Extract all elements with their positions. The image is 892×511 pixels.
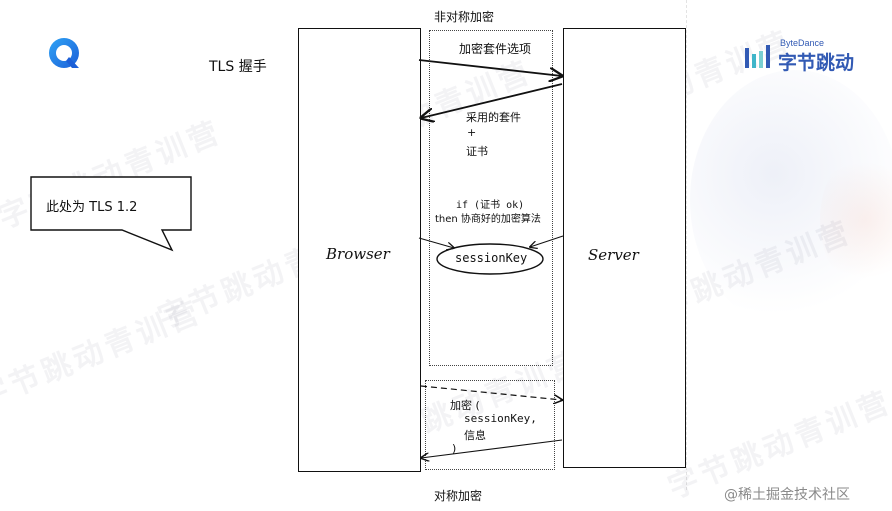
- symmetric-region: [425, 380, 555, 470]
- browser-box: [298, 28, 421, 472]
- q-logo-icon: [49, 38, 79, 68]
- divider-line: [686, 0, 688, 490]
- callout-text: 此处为 TLS 1.2: [46, 200, 138, 215]
- bytedance-small-text: ByteDance: [780, 38, 825, 48]
- cipher-options-label: 加密套件选项: [459, 42, 532, 56]
- asymmetric-region: [429, 30, 553, 366]
- chosen-suite-label: 采用的套件: [466, 111, 521, 124]
- arrow-encrypted-response: [421, 439, 563, 458]
- encrypt-line-4: ): [452, 442, 457, 455]
- certificate-label: 证书: [466, 145, 488, 158]
- arrow-chosen-suite: [421, 83, 563, 118]
- bytedance-logo-icon: [745, 45, 770, 68]
- bytedance-logo: ByteDance 字节跳动: [744, 36, 874, 74]
- arrow-encrypted-request: [420, 385, 562, 400]
- arrow-to-sessionkey-left: [418, 237, 454, 248]
- encrypt-line-1: 加密 (: [450, 399, 480, 412]
- browser-label: Browser: [326, 245, 390, 263]
- arrow-to-sessionkey-right: [530, 235, 564, 247]
- diagram-title: TLS 握手: [209, 59, 267, 75]
- encrypt-line-2: sessionKey,: [464, 412, 537, 425]
- symmetric-encryption-label: 对称加密: [434, 489, 483, 503]
- bytedance-main-text: 字节跳动: [778, 52, 855, 74]
- sessionkey-label: sessionKey: [455, 251, 528, 265]
- encrypt-line-3: 信息: [464, 429, 486, 442]
- background-illustration: [690, 70, 892, 330]
- asymmetric-encryption-label: 非对称加密: [434, 10, 495, 24]
- callout-bubble: [30, 176, 192, 252]
- arrow-cipher-options: [418, 59, 562, 76]
- condition-line-2: then 协商好的加密算法: [435, 214, 541, 225]
- server-box: [563, 28, 686, 468]
- condition-line-1: if (证书 ok): [456, 200, 525, 211]
- footer-credit: @稀土掘金技术社区: [724, 487, 850, 503]
- chosen-suite-plus: +: [467, 126, 477, 139]
- sessionkey-ellipse: [436, 243, 544, 275]
- background-illustration-accent: [820, 150, 892, 290]
- server-label: Server: [588, 246, 639, 264]
